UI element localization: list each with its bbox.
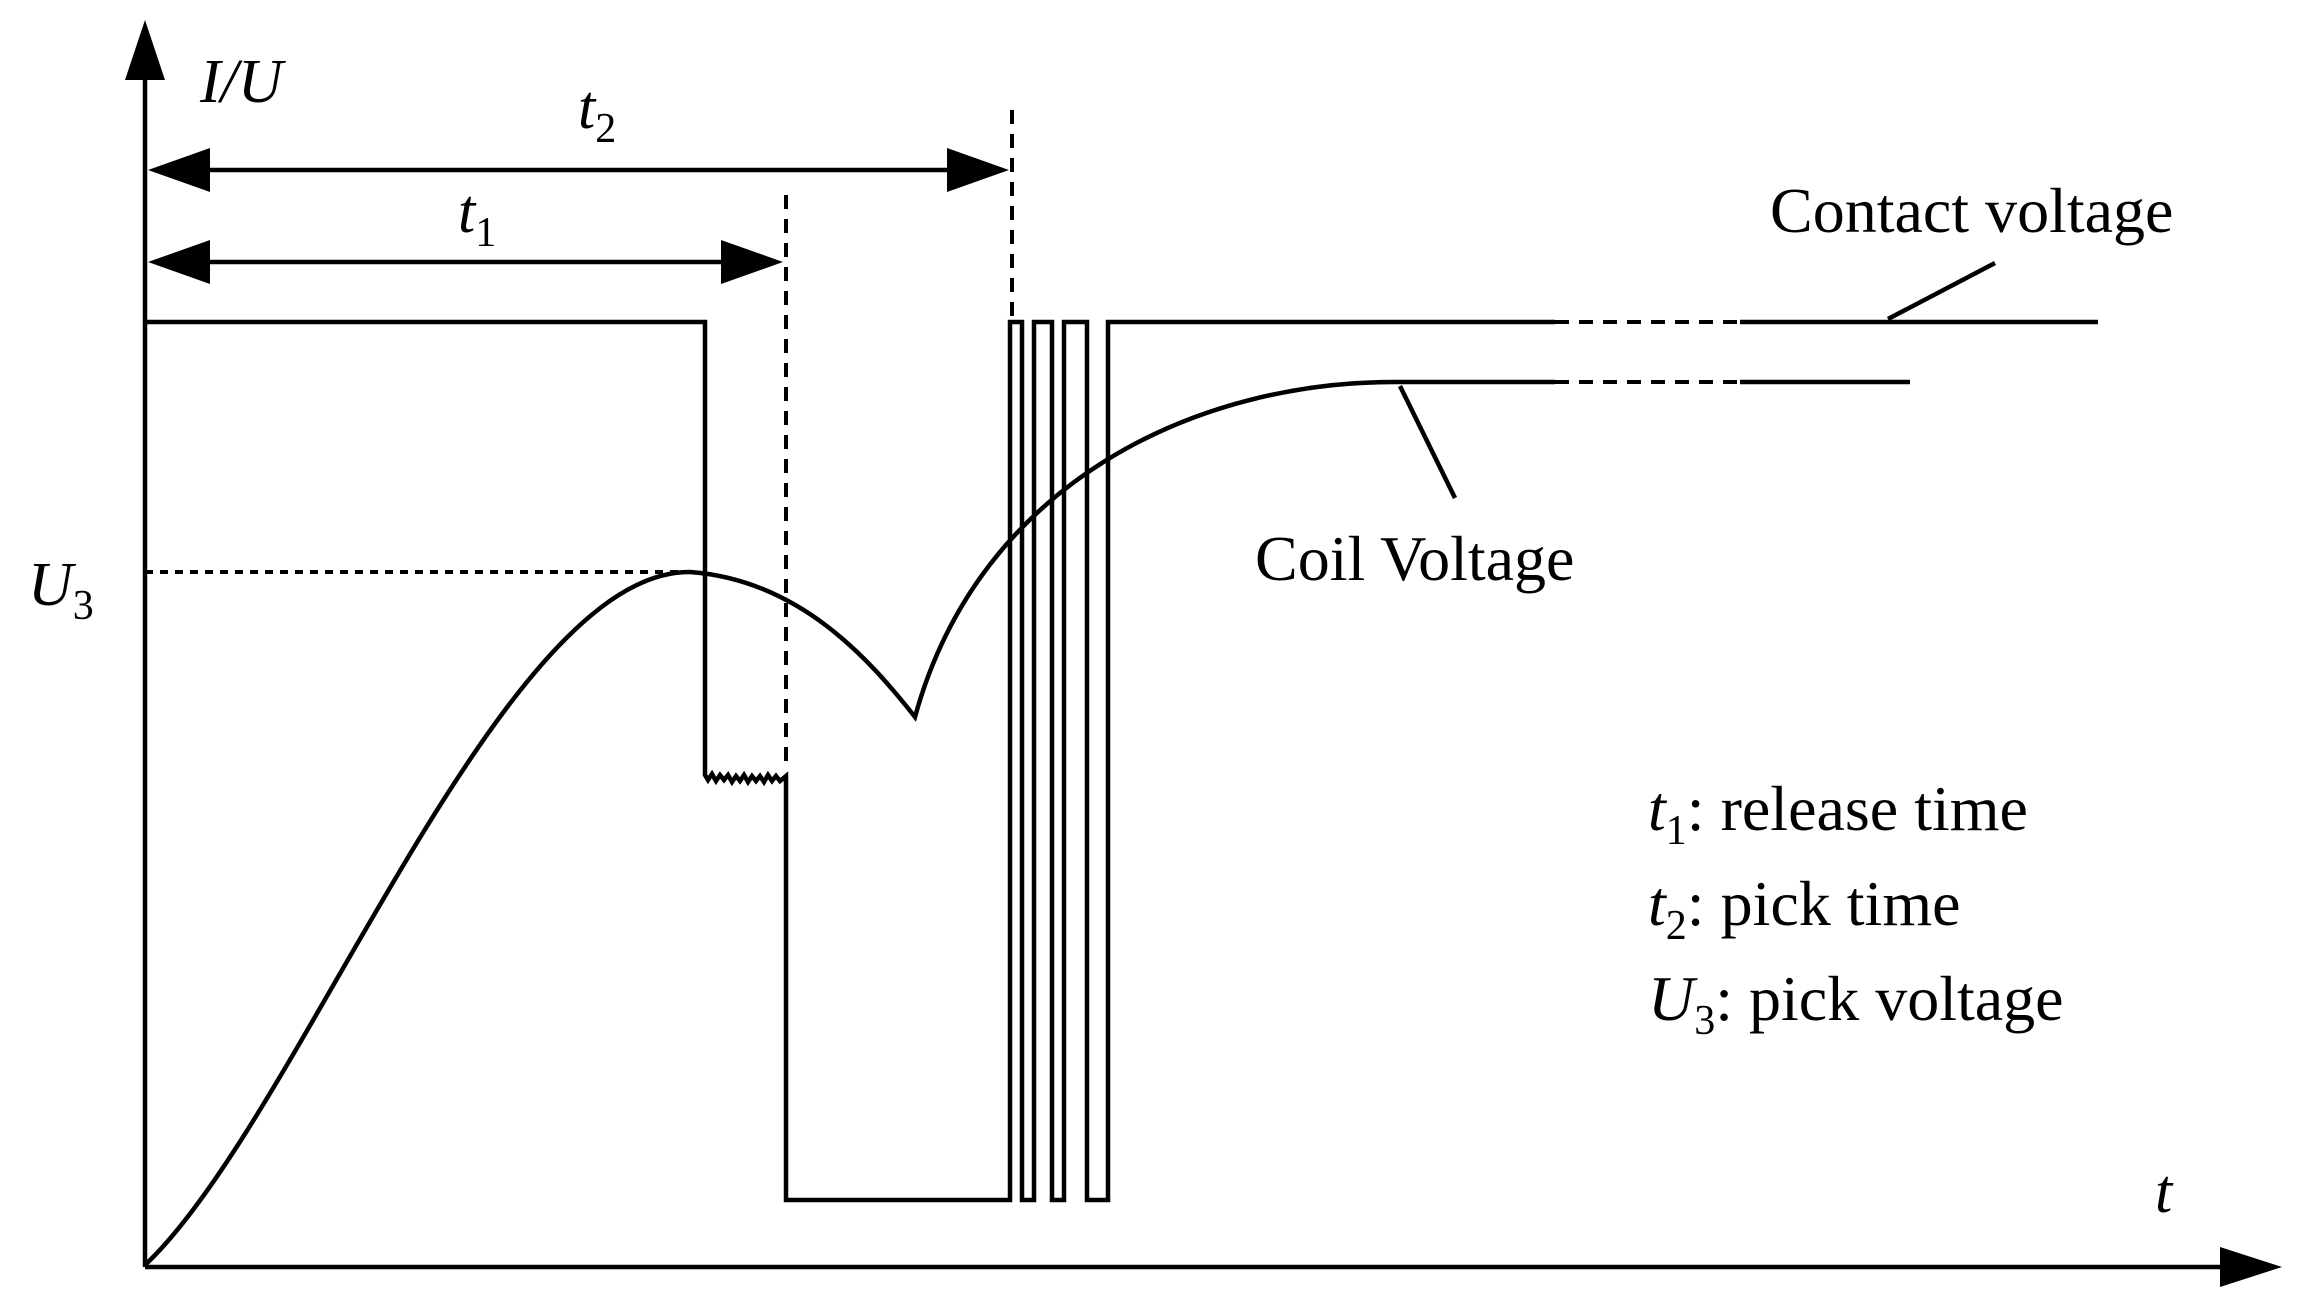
axes <box>125 20 2282 1287</box>
coil-voltage-label: Coil Voltage <box>1255 523 1574 594</box>
t1-arrowhead-left <box>148 240 210 284</box>
contact-voltage-leader <box>1886 261 1997 321</box>
y-axis-label: I/U <box>199 48 287 116</box>
x-axis-label: t <box>2155 1158 2174 1226</box>
u3-label: U3 <box>28 551 94 629</box>
y-axis-arrowhead <box>125 20 165 80</box>
coil-voltage-curve <box>143 379 1910 1267</box>
coil-voltage-trace <box>143 379 1555 1267</box>
contact-voltage-label: Contact voltage <box>1770 175 2173 246</box>
contact-voltage-trace <box>145 319 1555 1203</box>
t2-label: t2 <box>578 74 616 152</box>
interval-t2: t2 <box>148 74 1014 320</box>
interval-t1: t1 <box>148 178 788 770</box>
x-axis-arrowhead <box>2220 1247 2282 1287</box>
t2-arrowhead-left <box>148 148 210 192</box>
contact-voltage-curve <box>145 319 2098 1203</box>
legend-item-release-time: t1: release time <box>1648 773 2028 854</box>
coil-voltage-leader <box>1397 385 1458 499</box>
t1-arrowhead-right <box>721 240 783 284</box>
legend-item-pick-time: t2: pick time <box>1648 868 1961 949</box>
t1-label: t1 <box>458 178 496 256</box>
legend: t1: release time t2: pick time U3: pick … <box>1648 773 2064 1044</box>
legend-item-pick-voltage: U3: pick voltage <box>1648 963 2064 1044</box>
t2-arrowhead-right <box>947 148 1009 192</box>
